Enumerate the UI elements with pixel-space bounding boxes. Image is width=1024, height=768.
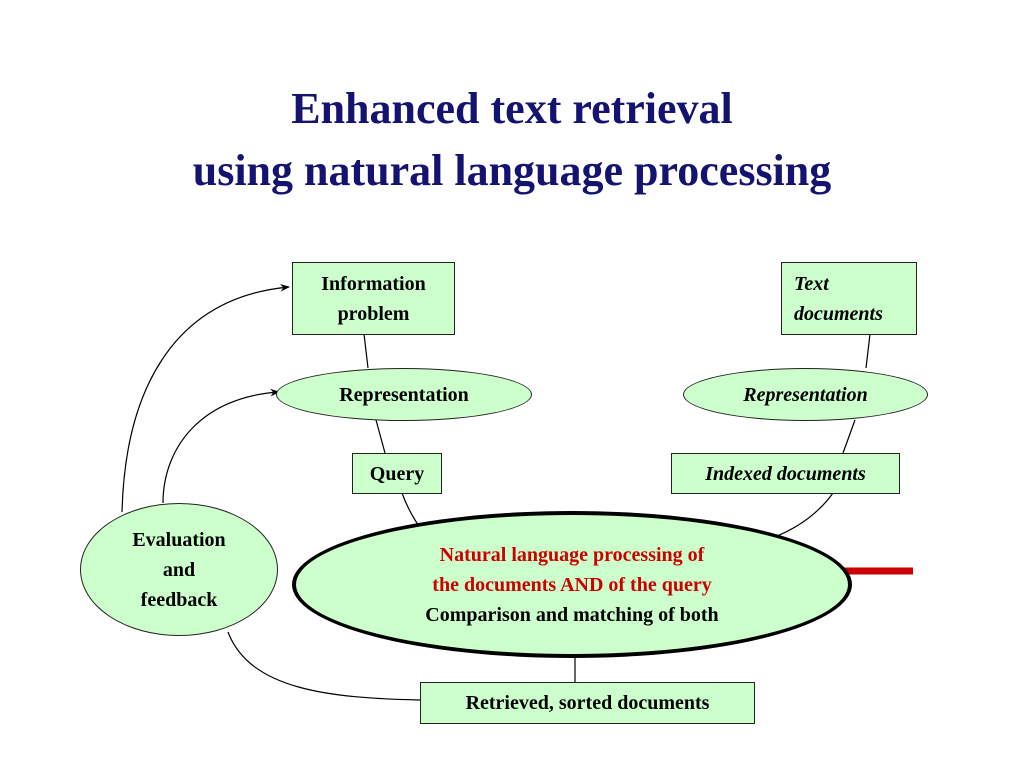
- edge-retrieved-to-feedback: [227, 631, 421, 701]
- document-representation-label: Representation: [743, 383, 868, 406]
- query-representation-ellipse: Representation: [276, 368, 532, 421]
- evaluation-line-1: Evaluation: [132, 528, 226, 551]
- nlp-line-2: the documents AND of the query: [432, 573, 712, 596]
- information-problem-line-2: problem: [337, 302, 410, 325]
- text-documents-line-2: documents: [794, 302, 883, 325]
- slide-title: Enhanced text retrieval using natural la…: [0, 78, 1024, 202]
- indexed-documents-box: Indexed documents: [671, 453, 900, 494]
- retrieved-documents-label: Retrieved, sorted documents: [465, 692, 710, 714]
- edge-representation-to-query: [375, 419, 386, 454]
- slide-title-line-1: Enhanced text retrieval: [291, 84, 733, 133]
- query-representation-label: Representation: [339, 383, 469, 406]
- edge-text-docs-to-representation: [865, 333, 871, 369]
- arrow-feedback-to-information-problem: [121, 283, 290, 513]
- nlp-matching-ellipse: Natural language processing of the docum…: [292, 511, 852, 658]
- evaluation-line-2: and: [162, 558, 196, 581]
- edge-representation-to-indexed: [842, 419, 856, 454]
- information-problem-line-1: Information: [321, 272, 426, 295]
- edge-problem-to-representation: [363, 333, 369, 369]
- text-documents-box: Text documents: [781, 262, 917, 335]
- nlp-line-3: Comparison and matching of both: [425, 603, 719, 626]
- arrow-feedback-to-representation: [162, 388, 280, 504]
- document-representation-ellipse: Representation: [683, 368, 928, 421]
- text-documents-line-1: Text: [794, 272, 829, 295]
- evaluation-line-3: feedback: [140, 588, 218, 611]
- slide-title-line-2: using natural language processing: [192, 146, 832, 195]
- evaluation-feedback-ellipse: Evaluation and feedback: [80, 503, 278, 636]
- information-problem-box: Information problem: [292, 262, 455, 335]
- retrieved-documents-box: Retrieved, sorted documents: [420, 682, 755, 724]
- nlp-line-1: Natural language processing of: [439, 543, 705, 566]
- query-box: Query: [352, 453, 442, 494]
- query-label: Query: [369, 462, 425, 485]
- indexed-documents-label: Indexed documents: [705, 462, 866, 485]
